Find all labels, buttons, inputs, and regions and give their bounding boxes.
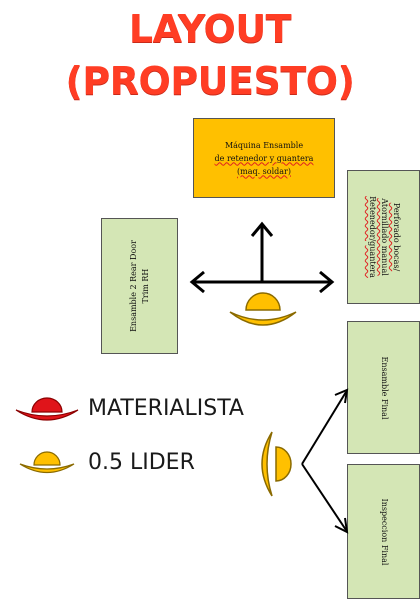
legend-lider: 0.5 LIDER — [14, 447, 195, 477]
rear-door-label-line-2: Trim RH — [140, 268, 150, 304]
drilling-label-line-3: Retenedor/guantera — [367, 196, 377, 278]
final-assembly-label: Ensamble Final — [379, 356, 389, 419]
drilling-label-line-1: Perforado bocas/ — [391, 202, 401, 272]
arrow-left-right — [189, 270, 335, 294]
machine-box: Máquina Ensamble de retenedor y guantera… — [193, 118, 335, 198]
worker-red-icon — [15, 397, 79, 421]
worker-yellow-icon — [19, 451, 75, 474]
legend-materialista-label: MATERIALISTA — [88, 395, 244, 421]
final-inspection-label: Inspeccion Final — [379, 498, 389, 565]
machine-label-line-1: Máquina Ensamble — [224, 140, 304, 150]
drilling-box: Perforado bocas/ Atornillado manual Rete… — [347, 170, 420, 304]
legend-materialista: MATERIALISTA — [14, 392, 244, 424]
rear-door-box: Ensamble 2 Rear Door Trim RH — [101, 218, 178, 354]
final-inspection-box: Inspeccion Final — [347, 464, 420, 599]
arrow-to-final-inspection — [301, 463, 349, 534]
machine-label-line-3: (maq. soldar) — [237, 166, 291, 176]
worker-lider-side-icon — [261, 431, 292, 497]
machine-label: Máquina Ensamble de retenedor y guantera… — [215, 139, 314, 178]
title-line-1: LAYOUT — [128, 7, 292, 51]
rear-door-label-line-1: Ensamble 2 Rear Door — [128, 240, 138, 332]
drilling-label: Perforado bocas/ Atornillado manual Rete… — [366, 196, 402, 278]
title-line-2: (PROPUESTO) — [65, 59, 355, 103]
rear-door-label: Ensamble 2 Rear Door Trim RH — [128, 240, 152, 332]
drilling-label-line-2: Atornillado manual — [379, 198, 389, 276]
arrow-to-final-assembly — [301, 388, 349, 465]
arrow-up — [250, 221, 274, 282]
machine-label-line-2: de retenedor y guantera — [214, 153, 314, 163]
final-assembly-box: Ensamble Final — [347, 321, 420, 454]
legend-lider-label: 0.5 LIDER — [88, 449, 195, 475]
worker-lider-top-icon — [229, 292, 297, 326]
